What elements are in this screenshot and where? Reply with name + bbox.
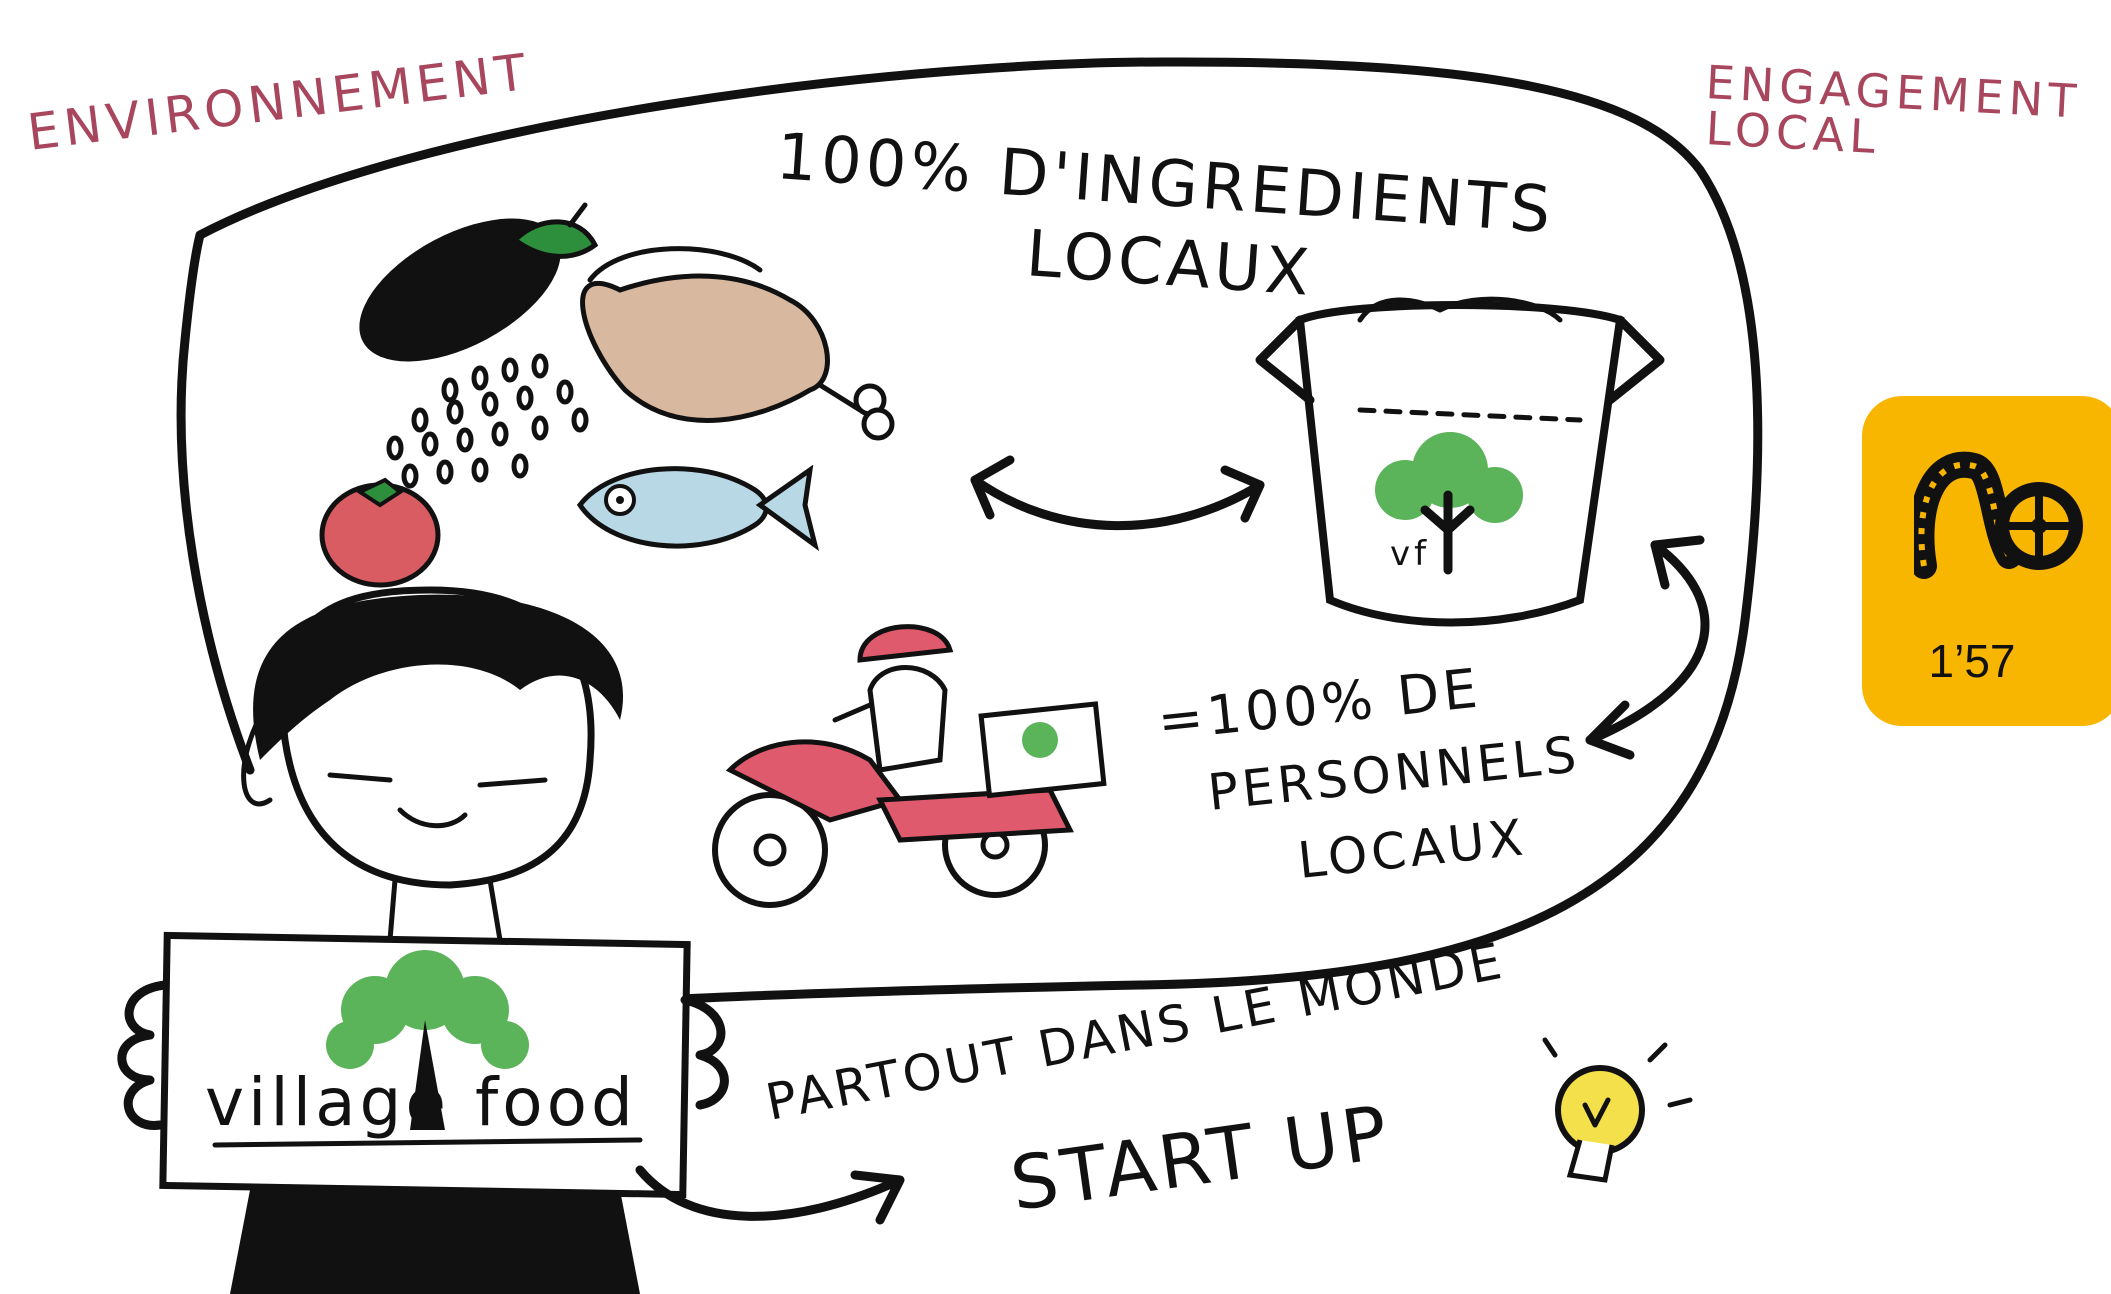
sign-text: village food xyxy=(205,1064,637,1141)
tomato-icon xyxy=(319,477,441,588)
right-double-arrow-icon xyxy=(1585,535,1710,760)
delivery-scooter-icon xyxy=(712,624,1107,908)
takeaway-box-icon: vf xyxy=(1255,296,1665,627)
chicken-leg-icon xyxy=(580,246,895,441)
village-food-sign: village food xyxy=(117,931,729,1199)
duration-badge: 1’57 xyxy=(1862,396,2111,726)
partout-text: PARTOUT DANS LE MONDE xyxy=(761,931,1510,1131)
label-engagement-line2: LOCAL xyxy=(1704,101,1881,164)
eggplant-icon xyxy=(359,202,599,362)
ingredients-line2: LOCAUX xyxy=(1024,217,1315,311)
fish-icon xyxy=(576,464,820,552)
box-initials: vf xyxy=(1390,534,1430,574)
personnel-line3: LOCAUX xyxy=(1295,808,1529,890)
startup-text: START UP xyxy=(1006,1089,1397,1227)
personnel-line1: =100% DE xyxy=(1155,656,1484,753)
film-reel-icon xyxy=(1914,451,2083,579)
rice-grains-icon xyxy=(386,353,589,489)
duration-text: 1’57 xyxy=(1928,635,2016,687)
startup-arrow-icon xyxy=(635,1165,905,1225)
light-bulb-icon xyxy=(1542,1037,1693,1183)
outline-loop xyxy=(176,57,1763,1005)
double-arrow-icon xyxy=(970,455,1265,531)
